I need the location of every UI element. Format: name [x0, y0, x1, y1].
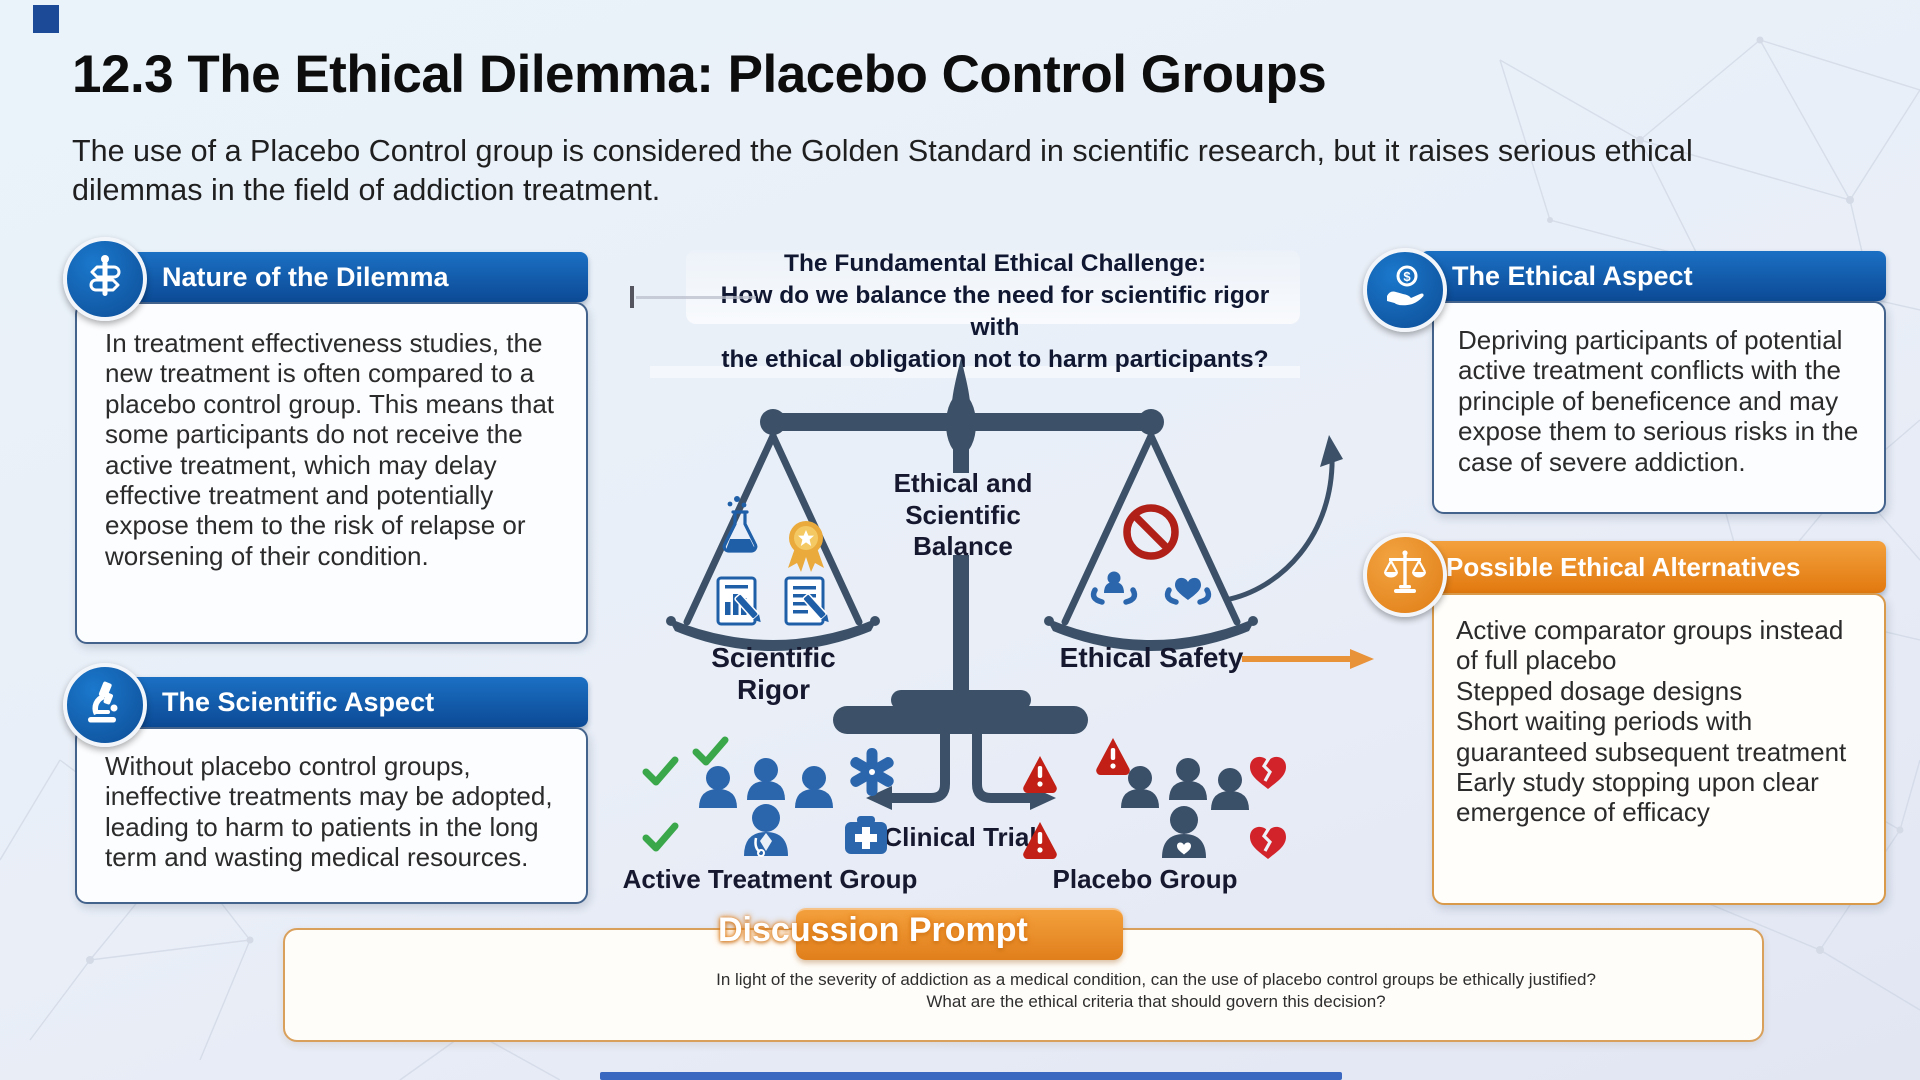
discussion-body: In light of the severity of addiction as… [716, 970, 1596, 1011]
nature-card-header: Nature of the Dilemma [118, 252, 588, 302]
person-icon [699, 766, 737, 808]
signpost-dilemma-icon [81, 253, 129, 306]
right-pan-label: Ethical Safety [1059, 642, 1244, 673]
challenge-text: The Fundamental Ethical Challenge: How d… [721, 250, 1270, 373]
page-subtitle: The use of a Placebo Control group is co… [72, 134, 1693, 207]
alternative-item: Short waiting periods with guaranteed su… [1456, 706, 1847, 767]
document-pencil-icon [784, 576, 829, 626]
placebo-group-label: Placebo Group [1052, 864, 1238, 894]
orange-arrow [1242, 649, 1374, 669]
report-chart-icon [716, 576, 761, 626]
scientific-badge [63, 663, 147, 747]
alternatives-card-body: Active comparator groups instead of full… [1432, 593, 1886, 905]
balance-center-label: Ethical and Scientific Balance [893, 468, 1033, 562]
alternative-item: Stepped dosage designs [1456, 675, 1743, 706]
corner-frame-fragment [33, 5, 59, 33]
ethical-card-header: The Ethical Aspect [1420, 251, 1886, 301]
care-heart-icon [1164, 577, 1212, 605]
challenge-highlight-band [686, 250, 1300, 324]
ethical-card-text: Depriving participants of potential acti… [1458, 325, 1859, 477]
clinical-trial-label: Clinical Trial [883, 822, 1037, 852]
curved-arrow [1224, 435, 1343, 603]
active-treatment-group-graphic [642, 736, 894, 857]
alternatives-card-header: Possible Ethical Alternatives [1420, 541, 1886, 593]
broken-heart-icon [1248, 825, 1288, 861]
alternatives-card-title: Possible Ethical Alternatives [1446, 551, 1801, 582]
balance-scale-icon [1381, 549, 1429, 602]
nature-card-body: In treatment effectiveness studies, the … [75, 302, 588, 644]
placebo-group-graphic [1023, 738, 1288, 861]
person-heart-icon [1162, 806, 1206, 858]
ethical-card-title: The Ethical Aspect [1452, 260, 1693, 291]
care-person-icon [1090, 571, 1138, 605]
broken-heart-icon [1248, 755, 1288, 791]
warning-icon [1023, 822, 1057, 860]
person-icon [1211, 768, 1249, 810]
alternative-item: Active comparator groups instead of full… [1456, 615, 1844, 676]
medal-icon [788, 521, 824, 572]
scientific-card-body: Without placebo control groups, ineffect… [75, 727, 588, 904]
discussion-button [796, 908, 1123, 960]
scientific-card-header: The Scientific Aspect [118, 677, 588, 727]
check-icon [642, 736, 729, 852]
person-icon [1169, 758, 1207, 800]
star-of-life-icon [850, 748, 894, 796]
stray-mark-line [636, 296, 756, 299]
bottom-bar-fragment [600, 1072, 1342, 1080]
ethical-badge: $ [1363, 248, 1447, 332]
ethical-card-body: Depriving participants of potential acti… [1432, 301, 1886, 514]
page-title: 12.3 The Ethical Dilemma: Placebo Contro… [72, 45, 1327, 104]
discussion-title: Discussion Prompt [718, 911, 1028, 949]
warning-icon [1096, 738, 1130, 776]
doctor-icon [744, 804, 788, 857]
alternatives-badge [1363, 533, 1447, 617]
stray-mark [630, 286, 634, 308]
alternative-item: Early study stopping upon clear emergenc… [1456, 767, 1819, 828]
scientific-card-text: Without placebo control groups, ineffect… [105, 751, 553, 873]
microscope-icon [81, 679, 129, 732]
scientific-card-title: The Scientific Aspect [162, 686, 435, 717]
warning-icon [1023, 756, 1057, 794]
active-group-label: Active Treatment Group [622, 864, 918, 894]
prohibition-icon [1123, 504, 1179, 560]
left-pan-label: Scientific Rigor [711, 642, 836, 705]
nature-badge [63, 237, 147, 321]
person-icon [795, 766, 833, 808]
white-strip [650, 366, 1300, 378]
svg-text:$: $ [1403, 269, 1411, 284]
person-icon [747, 758, 785, 800]
first-aid-kit-icon [845, 816, 887, 854]
hand-coin-icon: $ [1381, 264, 1429, 317]
nature-card-title: Nature of the Dilemma [162, 261, 449, 292]
balance-scale-graphic [666, 358, 1258, 810]
nature-card-text: In treatment effectiveness studies, the … [105, 328, 555, 571]
flask-icon [722, 496, 758, 553]
